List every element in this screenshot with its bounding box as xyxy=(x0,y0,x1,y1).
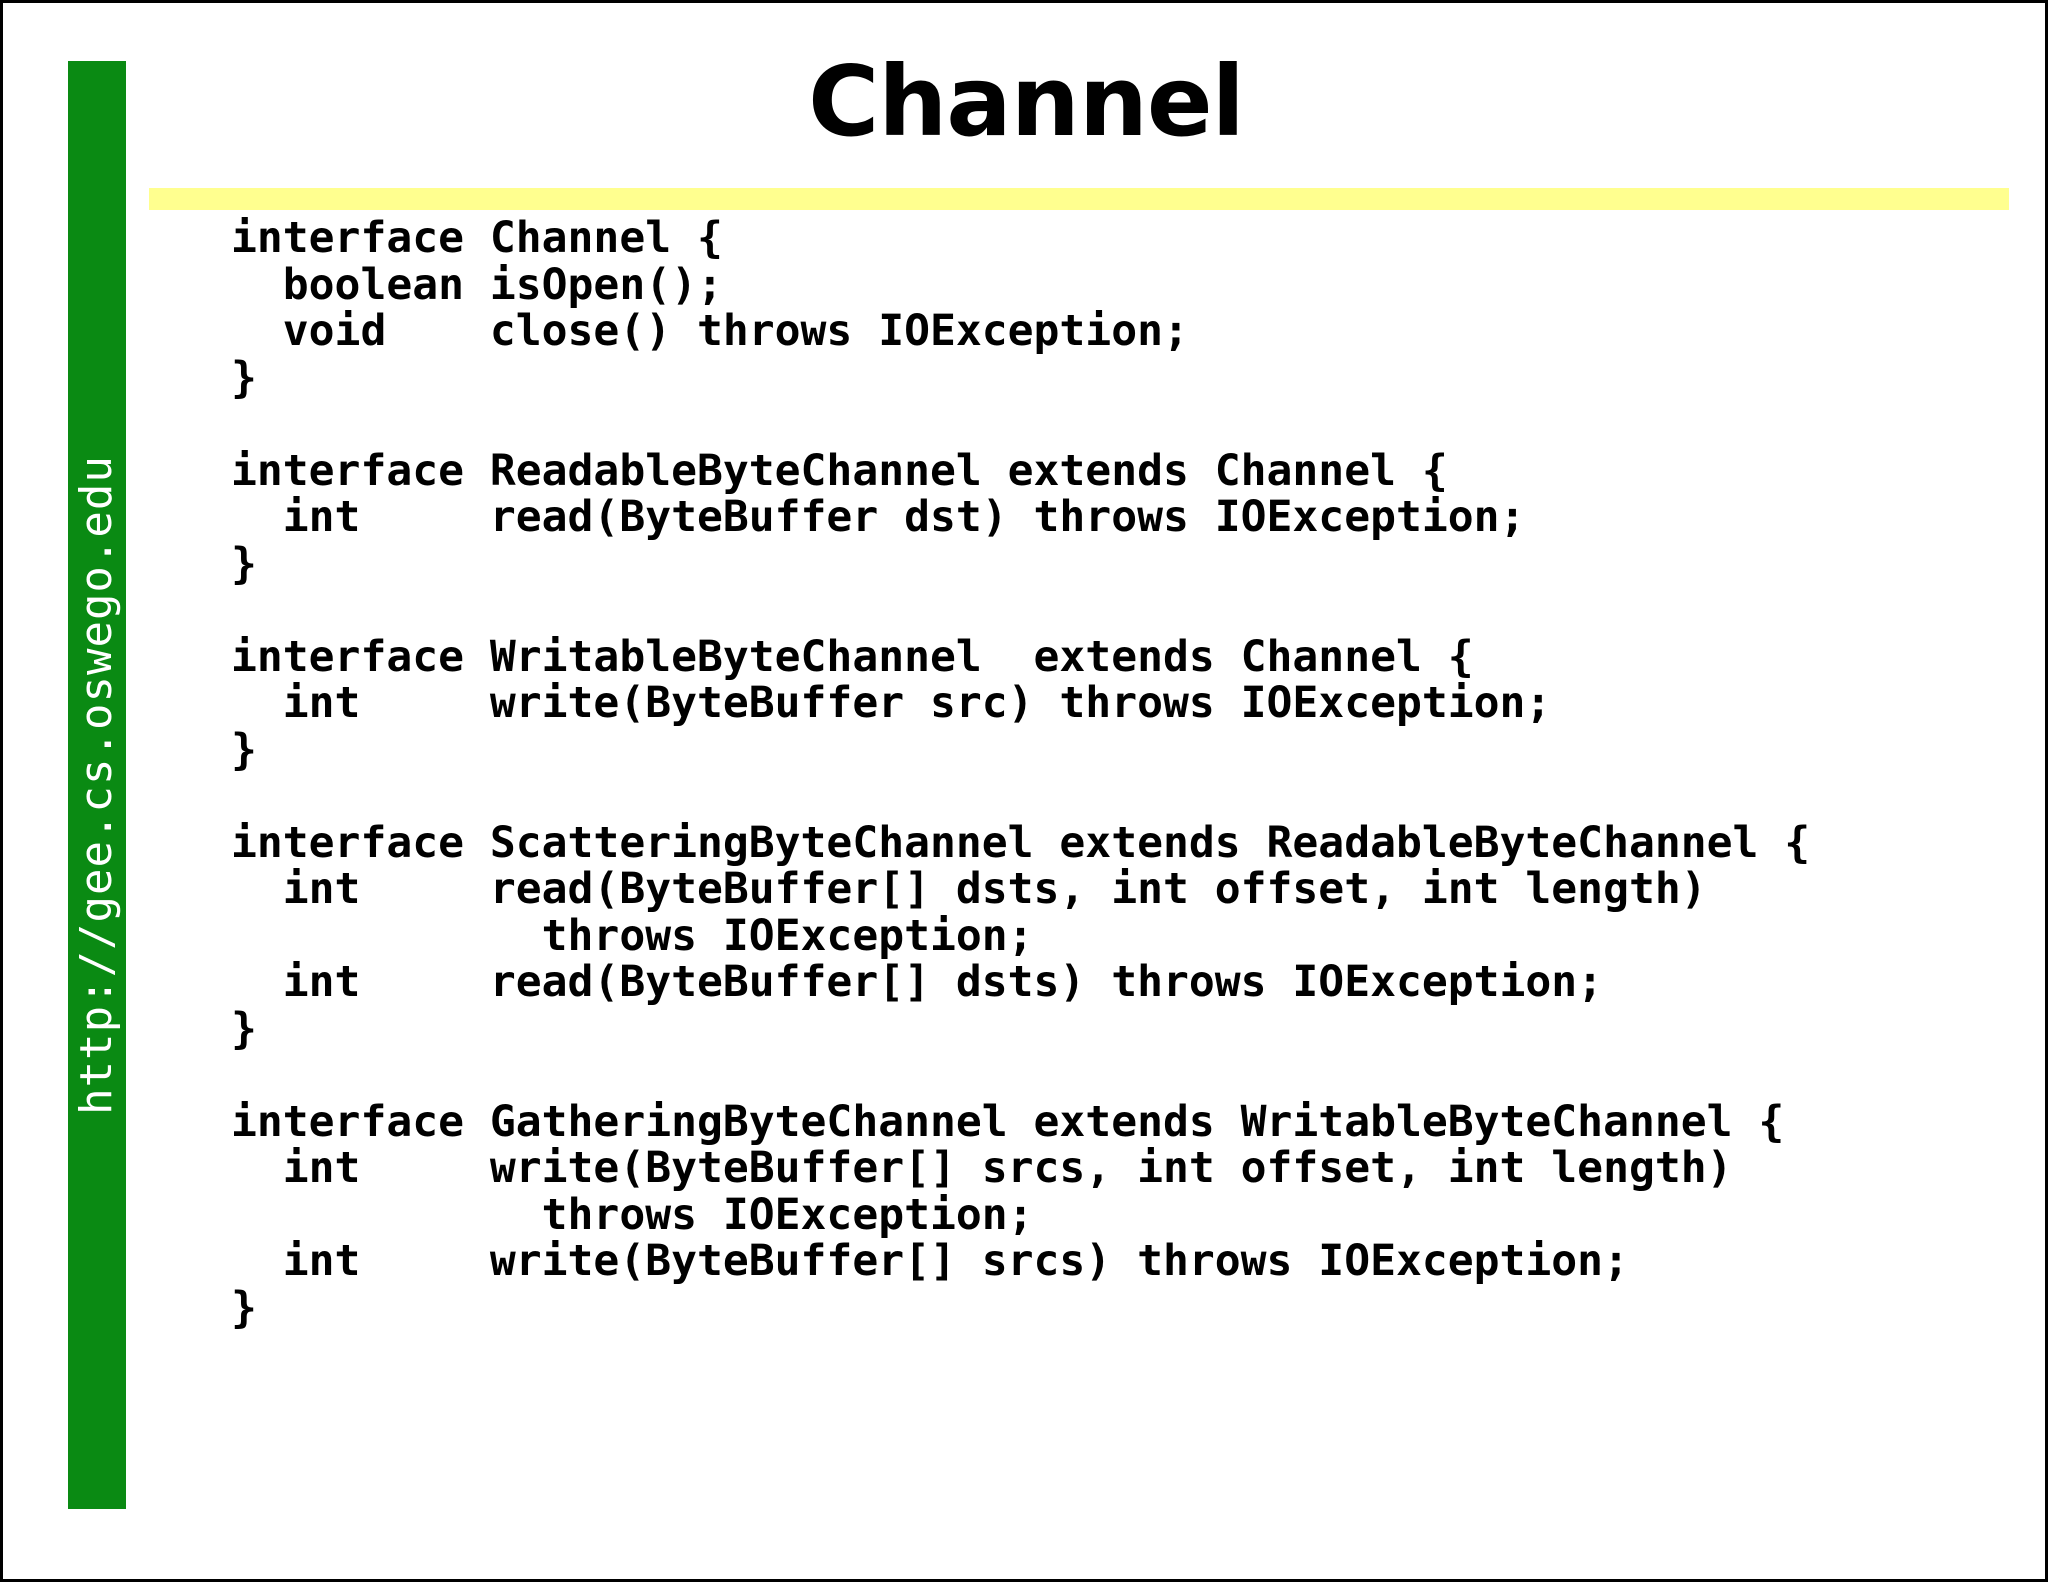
code-listing: interface Channel { boolean isOpen(); vo… xyxy=(231,215,2021,1331)
code-line: interface WritableByteChannel extends Ch… xyxy=(231,631,1474,682)
code-line: int read(ByteBuffer dst) throws IOExcept… xyxy=(231,492,1526,542)
code-line xyxy=(231,401,2021,448)
code-line: interface ScatteringByteChannel extends … xyxy=(231,817,1811,868)
title-divider-rule xyxy=(149,188,2009,210)
code-line: } xyxy=(231,538,257,589)
code-line: } xyxy=(231,1003,257,1054)
sidebar-url-text: http://gee.cs.oswego.edu xyxy=(71,455,122,1115)
code-line xyxy=(231,773,2021,820)
code-line: } xyxy=(231,352,257,403)
code-line xyxy=(231,1052,2021,1099)
code-line: boolean isOpen(); xyxy=(231,259,723,310)
code-line: } xyxy=(231,724,257,775)
code-line: throws IOException; xyxy=(231,1189,1034,1240)
code-line: } xyxy=(231,1282,257,1333)
code-line xyxy=(231,587,2021,634)
code-line: interface GatheringByteChannel extends W… xyxy=(231,1096,1785,1147)
code-line: int write(ByteBuffer[] srcs) throws IOEx… xyxy=(231,1236,1629,1286)
code-line: interface Channel { xyxy=(231,213,723,263)
code-line: void close() throws IOException; xyxy=(231,306,1189,356)
code-line: throws IOException; xyxy=(231,910,1034,961)
code-line: int write(ByteBuffer src) throws IOExcep… xyxy=(231,678,1552,728)
sidebar-url-bar: http://gee.cs.oswego.edu xyxy=(68,61,126,1509)
page-title: Channel xyxy=(808,45,1245,158)
code-line: interface ReadableByteChannel extends Ch… xyxy=(231,445,1448,496)
code-line: int read(ByteBuffer[] dsts) throws IOExc… xyxy=(231,957,1604,1007)
code-line: int write(ByteBuffer[] srcs, int offset,… xyxy=(231,1143,1733,1193)
code-line: int read(ByteBuffer[] dsts, int offset, … xyxy=(231,864,1707,914)
